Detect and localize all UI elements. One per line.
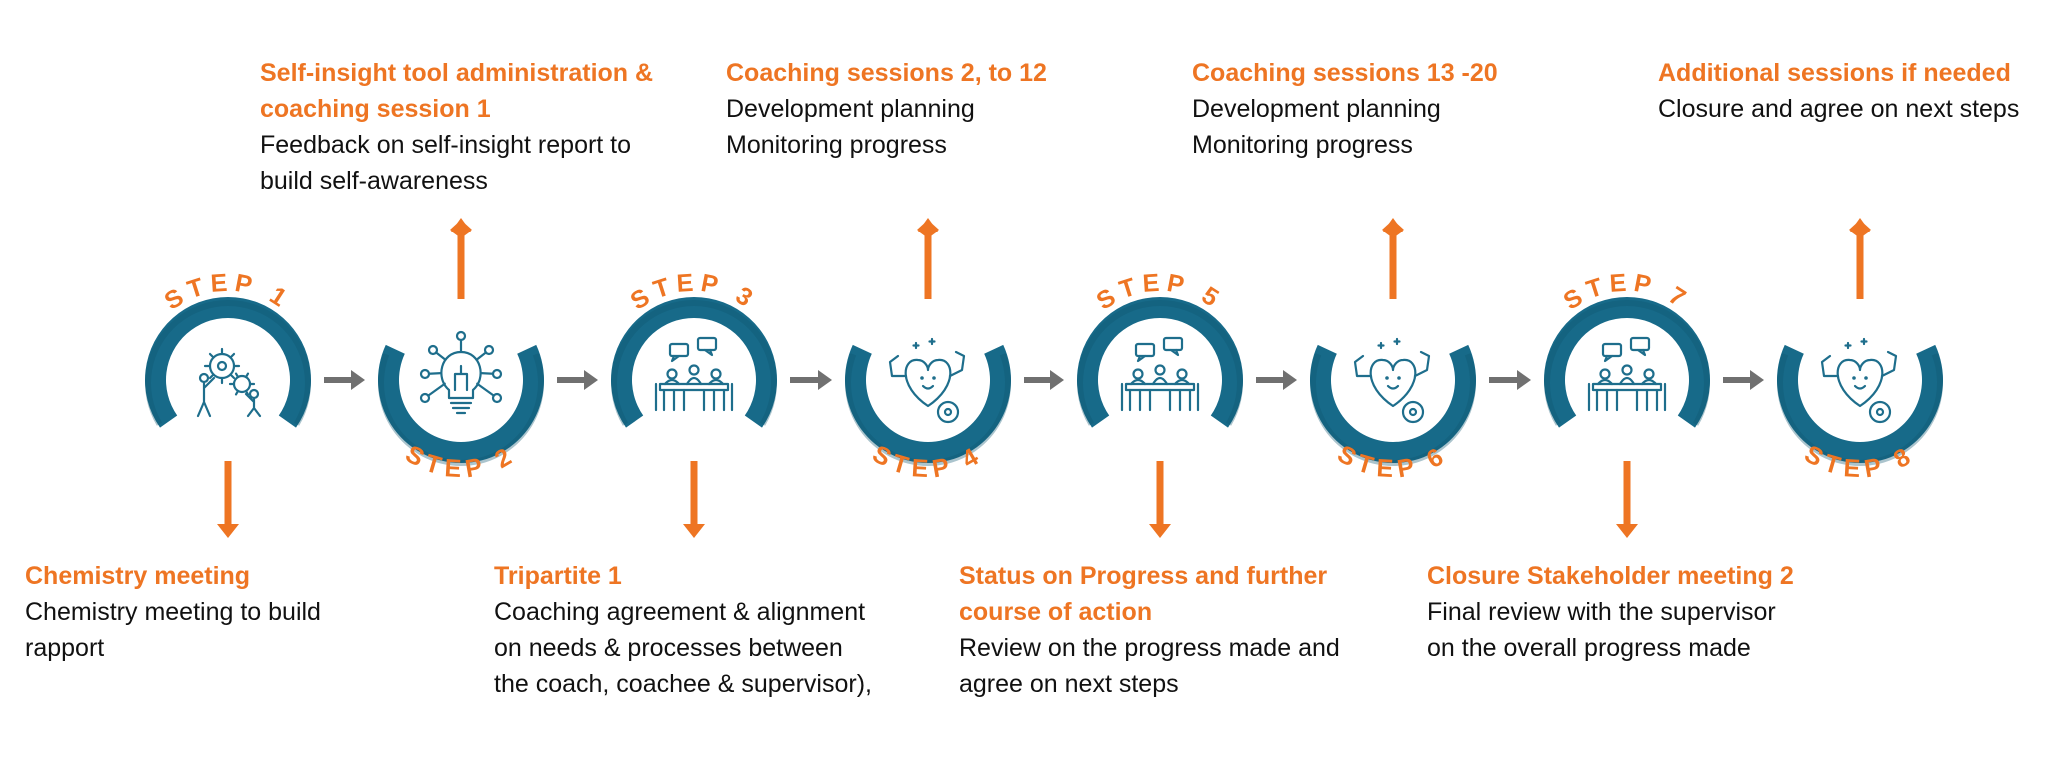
strong-heart-icon [1353, 337, 1431, 424]
caption-description: Development planning [726, 95, 975, 123]
caption-title: Status on Progress and further [959, 562, 1328, 590]
connector-arrow [557, 370, 598, 390]
caption-title: course of action [959, 598, 1153, 626]
step-caption: Tripartite 1 Coaching agreement & alignme… [494, 558, 872, 702]
step-node: STEP 3 [610, 269, 777, 538]
connector-arrow [1024, 370, 1064, 390]
lightbulb-network-icon [419, 330, 503, 415]
connector-down [1149, 461, 1171, 538]
step-ring [1077, 296, 1243, 428]
connector-down [217, 461, 239, 538]
step-caption: Closure Stakeholder meeting 2 Final revie… [1427, 558, 1794, 666]
step-ring [610, 296, 777, 428]
caption-description: Coaching agreement & alignment [494, 598, 866, 626]
caption-description: Development planning [1192, 95, 1441, 123]
caption-title: Closure Stakeholder meeting 2 [1427, 562, 1794, 590]
gears-people-icon [196, 347, 262, 418]
step-node: STEP 8 [1777, 218, 1943, 483]
caption-description: on the overall progress made [1427, 634, 1751, 662]
caption-title: Additional sessions if needed [1658, 59, 2011, 87]
step-caption: Self-insight tool administration & coachi… [260, 55, 653, 199]
step-node: STEP 7 [1544, 269, 1710, 538]
caption-description: on needs & processes between [494, 634, 843, 662]
connector-arrow [324, 370, 365, 390]
caption-description: build self-awareness [260, 167, 488, 195]
meeting-table-icon [1120, 336, 1200, 412]
meeting-table-icon [1587, 336, 1667, 412]
caption-description: Feedback on self-insight report to [260, 131, 632, 159]
caption-title: Coaching sessions 13 -20 [1192, 59, 1498, 87]
caption-description: the coach, coachee & supervisor), [494, 670, 872, 698]
caption-title: Coaching sessions 2, to 12 [726, 59, 1047, 87]
connector-down [1616, 461, 1638, 538]
caption-description: Chemistry meeting to build [25, 598, 321, 626]
connector-up [1382, 218, 1404, 299]
connector-up [917, 218, 939, 299]
connector-up [1849, 218, 1871, 299]
step-ring [378, 344, 544, 463]
meeting-table-icon [654, 336, 734, 412]
caption-title: Tripartite 1 [494, 562, 622, 590]
connector-up [450, 218, 472, 299]
caption-title: Chemistry meeting [25, 562, 251, 590]
caption-description: agree on next steps [959, 670, 1179, 698]
step-node: STEP 2 [377, 218, 544, 483]
connector-arrow [790, 370, 832, 390]
step-ring [1777, 344, 1943, 464]
caption-description: Final review with the supervisor [1427, 598, 1776, 626]
caption-description: Closure and agree on next steps [1658, 95, 2020, 123]
step-node: STEP 4 [844, 218, 1011, 483]
connector-down [683, 461, 705, 538]
caption-title: Self-insight tool administration & [260, 59, 654, 87]
step-ring [1544, 296, 1710, 428]
strong-heart-icon [888, 337, 966, 424]
step-ring [144, 296, 311, 428]
step-ring [845, 344, 1011, 463]
connector-arrow [1723, 370, 1764, 390]
connector-arrow [1256, 370, 1297, 390]
step-node: STEP 1 [144, 269, 311, 538]
caption-description: Monitoring progress [726, 131, 947, 159]
step-ring [1310, 344, 1476, 463]
caption-description: Review on the progress made and [959, 634, 1340, 662]
step-node: STEP 5 [1077, 269, 1243, 538]
caption-description: rapport [25, 634, 105, 662]
caption-description: Monitoring progress [1192, 131, 1413, 159]
step-caption: Coaching sessions 2, to 12 Development pl… [726, 55, 1047, 163]
strong-heart-icon [1820, 337, 1898, 424]
step-caption: Status on Progress and further course of … [959, 558, 1340, 702]
caption-title: coaching session 1 [260, 95, 491, 123]
step-node: STEP 6 [1310, 218, 1476, 483]
connector-arrow [1489, 370, 1531, 390]
